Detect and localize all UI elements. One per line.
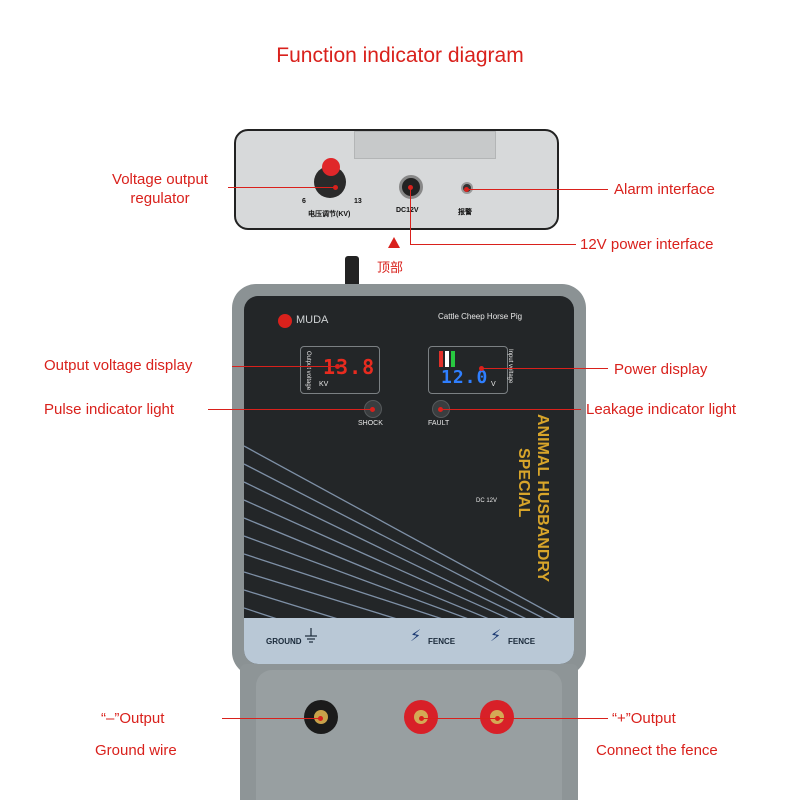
leader-alarm [466,189,608,190]
diagram-title: Function indicator diagram [276,44,524,67]
callout-positive-output: “+”Output [612,710,676,727]
inset-top-panel [354,131,496,159]
leader-power-display [482,368,608,369]
input-display-label: Input voltage [507,349,513,384]
leader-negative-dot [318,716,323,721]
callout-output-voltage-display: Output voltage display [44,357,193,374]
callout-alarm-interface: Alarm interface [614,181,715,198]
device-face: MUDA Cattle Cheep Horse Pig Output volta… [244,296,574,664]
leader-power-horizontal [410,244,576,245]
voltage-knob-cap[interactable] [322,158,340,176]
fence-label-1: FENCE [428,637,456,646]
input-unit: V [491,381,496,388]
range-max-label: 13 [354,198,362,205]
ground-icon [305,628,317,643]
dc-rating: DC 12V [476,498,498,504]
range-min-label: 6 [302,198,306,205]
device-base-inner [256,670,562,800]
lightning-icon: ⚡ [490,628,502,645]
brand-name: MUDA [296,314,329,326]
leader-alarm-dot [464,187,469,192]
callout-connect-fence: Connect the fence [596,742,718,759]
leader-negative [222,718,320,719]
callout-negative-output: “–”Output [101,710,165,727]
fault-label: FAULT [428,420,450,427]
leader-output-display-dot [335,364,340,369]
leader-pulse [208,409,372,410]
leader-power-display-dot [479,366,484,371]
fence-label-2: FENCE [508,637,536,646]
output-voltage-value: 13.8 [323,355,376,379]
leader-leakage [441,409,581,410]
input-display-frame: 12.0 V Input voltage [428,346,513,394]
leader-output-display [232,366,337,367]
animal-list: Cattle Cheep Horse Pig [438,312,523,321]
callout-power-interface: 12V power interface [580,236,714,253]
input-voltage-value: 12.0 [441,367,489,388]
alarm-label: 报警 [458,209,472,216]
callout-pulse-light: Pulse indicator light [44,401,175,418]
leader-power-vertical [410,188,411,244]
dc-label: DC12V [396,207,419,214]
leader-power-dot [408,185,413,190]
knob-stem [345,256,359,290]
leader-regulator-dot [333,185,338,190]
ground-label: GROUND [266,637,302,646]
top-marker: 顶部 [377,260,404,275]
special-line-2: SPECIAL [515,448,532,518]
leader-positive-dot-2 [495,716,500,721]
fence-strip [244,618,574,664]
battery-bar-red [439,351,443,367]
callout-voltage-regulator: Voltage output regulator [112,171,208,207]
special-text: ANIMAL HUSBANDRY SPECIAL [514,414,552,582]
lightning-icon: ⚡ [410,628,422,645]
shock-label: SHOCK [358,420,383,427]
leader-regulator [228,187,335,188]
top-view-inset: 6 13 电压调节(KV) DC12V 报警 [234,129,559,230]
special-line-1: ANIMAL HUSBANDRY [534,414,551,582]
brand-logo-icon [278,314,292,328]
battery-bar-green [451,351,455,367]
leader-positive [422,718,608,719]
battery-bar-white [445,351,449,367]
output-unit: KV [319,381,329,388]
top-arrow-icon [388,237,400,248]
output-display-frame: Output voltage 13.8 KV [300,346,380,394]
leader-pulse-dot [370,407,375,412]
output-display-label: Output voltage [305,351,311,391]
callout-power-display: Power display [614,361,708,378]
callout-leakage-light: Leakage indicator light [586,401,737,418]
callout-ground-wire: Ground wire [95,742,177,759]
leader-leakage-dot [438,407,443,412]
leader-positive-dot-1 [419,716,424,721]
regulator-label: 电压调节(KV) [308,211,351,218]
